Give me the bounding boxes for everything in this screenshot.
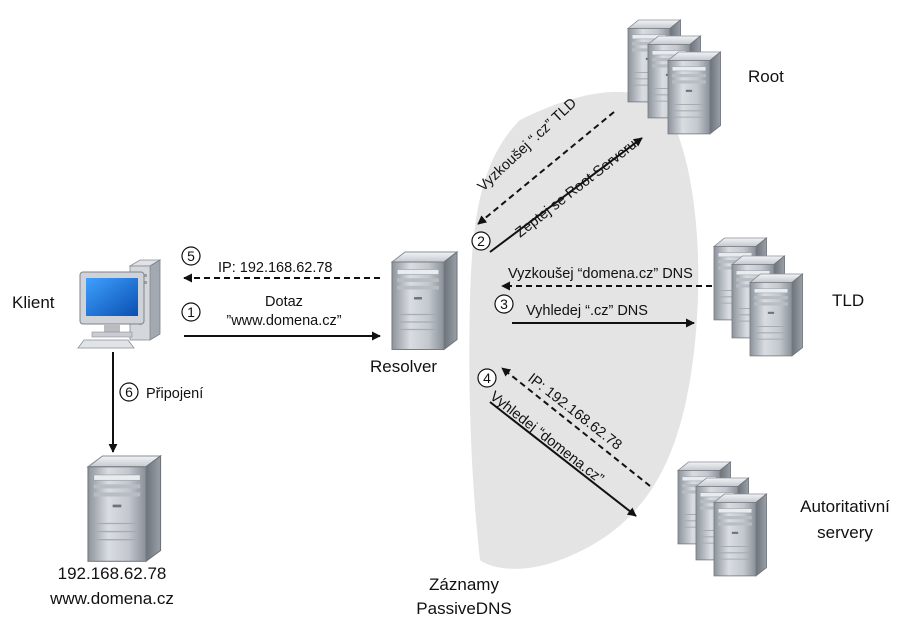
authoritative-label-line2: servery (817, 523, 873, 542)
resolver-label: Resolver (370, 357, 437, 376)
arrow-step-4-request (489, 401, 637, 517)
svg-text:4: 4 (483, 370, 491, 386)
step-3-request-label: Vyhledej “.cz” DNS (526, 303, 648, 319)
passive-dns-region (469, 91, 699, 569)
svg-text:1: 1 (187, 304, 195, 320)
svg-text:6: 6 (125, 384, 133, 400)
step-3-response-label: Vyzkoušej “domena.cz” DNS (508, 266, 693, 282)
arrow-step-4-response (501, 367, 651, 487)
root-label: Root (748, 67, 784, 86)
authoritative-server-stack-icon (677, 461, 768, 577)
passive-dns-label-line1: Záznamy (429, 575, 499, 594)
client-label: Klient (12, 293, 55, 312)
step-marker-6: 6 (119, 382, 139, 402)
target-ip-label: 192.168.62.78 (58, 564, 167, 583)
passive-dns-label-line2: PassiveDNS (416, 599, 511, 618)
step-1-label-line2: ”www.domena.cz” (226, 313, 341, 329)
resolver-server-icon (391, 251, 458, 351)
step-marker-5: 5 (181, 246, 201, 266)
authoritative-label-line1: Autoritativní (800, 497, 890, 516)
tld-label: TLD (832, 291, 864, 310)
step-1-label-line1: Dotaz (265, 294, 303, 310)
svg-text:5: 5 (187, 248, 195, 264)
step-5-label: IP: 192.168.62.78 (218, 260, 333, 276)
svg-text:2: 2 (477, 233, 485, 249)
arrow-step-2-request (489, 137, 643, 253)
step-marker-1: 1 (181, 302, 201, 322)
step-6-label: Připojení (146, 386, 203, 402)
target-domain-label: www.domena.cz (49, 589, 174, 608)
target-server-icon (87, 455, 162, 563)
client-computer-icon (77, 259, 162, 349)
step-marker-4: 4 (477, 368, 497, 388)
svg-text:3: 3 (500, 296, 508, 312)
step-marker-3: 3 (494, 294, 514, 314)
step-marker-2: 2 (471, 231, 491, 251)
tld-server-stack-icon (713, 237, 804, 357)
